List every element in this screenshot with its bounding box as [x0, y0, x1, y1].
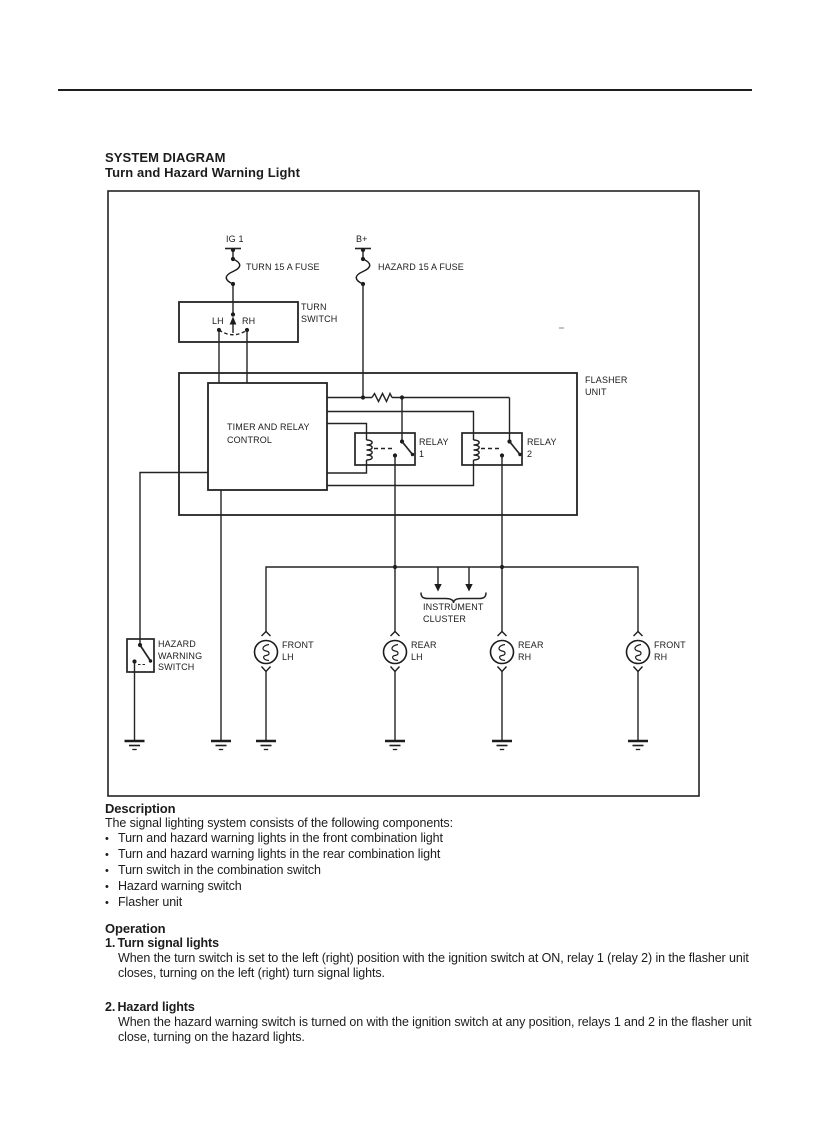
bullet-marker: • [105, 865, 109, 877]
operation-item-2: 2.Hazard lights When the hazard warning … [105, 1000, 753, 1045]
flasher-unit-name-line1: FLASHER [585, 375, 628, 385]
terminal-label-bplus: B+ [356, 234, 368, 244]
hazard-switch-name-line1: HAZARD [158, 639, 196, 649]
page-subtitle: Turn and Hazard Warning Light [105, 165, 300, 180]
description-bullet-row: • Turn and hazard warning lights in the f… [105, 831, 725, 847]
terminal-label-ig1: IG 1 [226, 234, 244, 244]
operation-item-number: 1. [105, 936, 116, 950]
turn-switch-rh-label: RH [242, 316, 256, 326]
lamp-rear-rh-line2: RH [518, 651, 532, 662]
lamp-label-front-lh: FRONT LH [282, 640, 314, 663]
timer-relay-control-name: TIMER AND RELAY CONTROL [227, 421, 310, 446]
turn-switch-name-line2: SWITCH [301, 313, 338, 324]
instrument-cluster-name-line1: INSTRUMENT [423, 602, 484, 612]
flasher-unit-name-line2: UNIT [585, 387, 607, 397]
operation-gap [105, 981, 753, 1000]
lamp-rear-rh-line1: REAR [518, 640, 544, 650]
lamp-front-rh-line1: FRONT [654, 640, 686, 650]
lamp-front-lh-line1: FRONT [282, 640, 314, 650]
lamp-rear-lh-line2: LH [411, 651, 423, 662]
relay1-name-line1: RELAY [419, 437, 449, 447]
hazard-fuse-label: HAZARD 15 A FUSE [378, 262, 464, 272]
lamp-label-front-rh: FRONT RH [654, 640, 686, 663]
description-bullet-text: Turn and hazard warning lights in the fr… [118, 831, 443, 845]
turn-switch-lh-label: LH [212, 316, 224, 326]
hazard-switch-name: HAZARD WARNING SWITCH [158, 639, 202, 674]
hazard-switch-name-line2: WARNING [158, 650, 203, 661]
operation-item-heading-text: Hazard lights [117, 1000, 195, 1014]
operation-item-1: 1.Turn signal lights When the turn switc… [105, 936, 753, 981]
description-bullet-text: Turn switch in the combination switch [118, 863, 321, 877]
operation-item-1-body: When the turn switch is set to the left … [118, 951, 749, 980]
section-title: SYSTEM DIAGRAM [105, 150, 226, 165]
bullet-marker: • [105, 897, 109, 909]
timer-name-line2: CONTROL [227, 434, 273, 445]
relay2-name-line2: 2 [527, 449, 533, 459]
instrument-cluster-symbol [420, 567, 487, 604]
bullet-marker: • [105, 833, 109, 845]
resistor-feed-line [327, 391, 511, 442]
operation-title: Operation [105, 921, 166, 936]
description-bullet-row: • Turn switch in the combination switch [105, 863, 725, 879]
relay1-symbol [327, 422, 416, 632]
bullet-marker: • [105, 849, 109, 861]
header-rule [58, 89, 752, 91]
lamp-label-rear-rh: REAR RH [518, 640, 544, 663]
turn-switch-symbol [178, 301, 299, 383]
lamp-label-rear-lh: REAR LH [411, 640, 437, 663]
turn-switch-name-line1: TURN [301, 302, 327, 312]
lamp-front-rh-line2: RH [654, 651, 668, 662]
turn-switch-name: TURN SWITCH [301, 302, 337, 325]
diagram-border [107, 190, 700, 797]
operation-item-number: 2. [105, 1000, 116, 1014]
description-intro: The signal lighting system consists of t… [105, 816, 453, 830]
description-bullet-text: Turn and hazard warning lights in the re… [118, 847, 441, 861]
description-section: Description The signal lighting system c… [105, 801, 725, 911]
relay1-name-line2: 1 [419, 449, 425, 459]
bplus-feed [355, 247, 371, 398]
operation-item-heading-text: Turn signal lights [117, 936, 220, 950]
operation-item-1-heading: 1.Turn signal lights [105, 936, 753, 951]
hazard-switch-symbol [126, 638, 155, 741]
relay2-name: RELAY 2 [527, 436, 557, 460]
operation-item-2-body: When the hazard warning switch is turned… [118, 1015, 752, 1044]
lamp-rear-lh-line1: REAR [411, 640, 437, 650]
operation-item-2-heading: 2.Hazard lights [105, 1000, 753, 1015]
flasher-unit-name: FLASHER UNIT [585, 374, 628, 398]
description-bullet-text: Flasher unit [118, 895, 183, 909]
lamp-front-lh-line2: LH [282, 651, 294, 662]
description-title: Description [105, 801, 176, 816]
relay1-name: RELAY 1 [419, 436, 449, 460]
instrument-cluster-name: INSTRUMENT CLUSTER [423, 601, 484, 625]
description-bullet-row: • Hazard warning switch [105, 879, 725, 895]
operation-section: Operation 1.Turn signal lights When the … [105, 921, 753, 1045]
turn-fuse-label: TURN 15 A FUSE [246, 262, 320, 272]
hazard-feed-wire [139, 471, 208, 645]
description-bullet-row: • Turn and hazard warning lights in the r… [105, 847, 725, 863]
description-bullet-row: • Flasher unit [105, 895, 725, 911]
bullet-marker: • [105, 881, 109, 893]
timer-name-line1: TIMER AND RELAY [227, 422, 310, 432]
instrument-cluster-name-line2: CLUSTER [423, 614, 467, 624]
hazard-switch-name-line3: SWITCH [158, 662, 195, 672]
description-bullet-text: Hazard warning switch [118, 879, 242, 893]
ground-symbols [123, 739, 650, 751]
ig1-feed [225, 247, 241, 314]
relay2-name-line1: RELAY [527, 437, 557, 447]
